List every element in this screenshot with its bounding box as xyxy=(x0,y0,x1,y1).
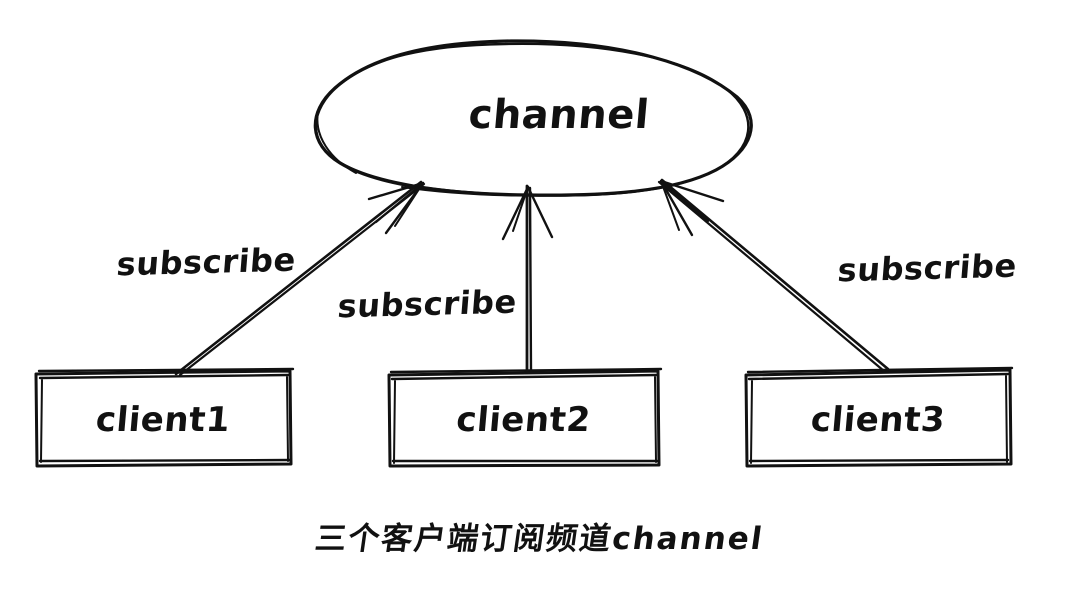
edge-client3-to-channel[interactable] xyxy=(657,178,890,373)
edge-label-subscribe-3: subscribe xyxy=(836,246,1019,290)
diagram-caption: 三个客户端订阅频道channel xyxy=(312,521,767,557)
client2-node-label: client2 xyxy=(454,400,593,440)
edge-label-subscribe-2: subscribe xyxy=(336,282,519,326)
client3-node-label: client3 xyxy=(809,400,947,440)
channel-node-label: channel xyxy=(466,92,652,138)
edge-client1-to-channel[interactable] xyxy=(174,180,426,377)
edge-client2-to-channel[interactable] xyxy=(501,184,554,374)
client1-node-label: client1 xyxy=(94,400,232,440)
client3-box[interactable] xyxy=(744,366,1014,468)
client1-box[interactable] xyxy=(34,367,295,468)
edge-label-subscribe-1: subscribe xyxy=(115,240,298,284)
